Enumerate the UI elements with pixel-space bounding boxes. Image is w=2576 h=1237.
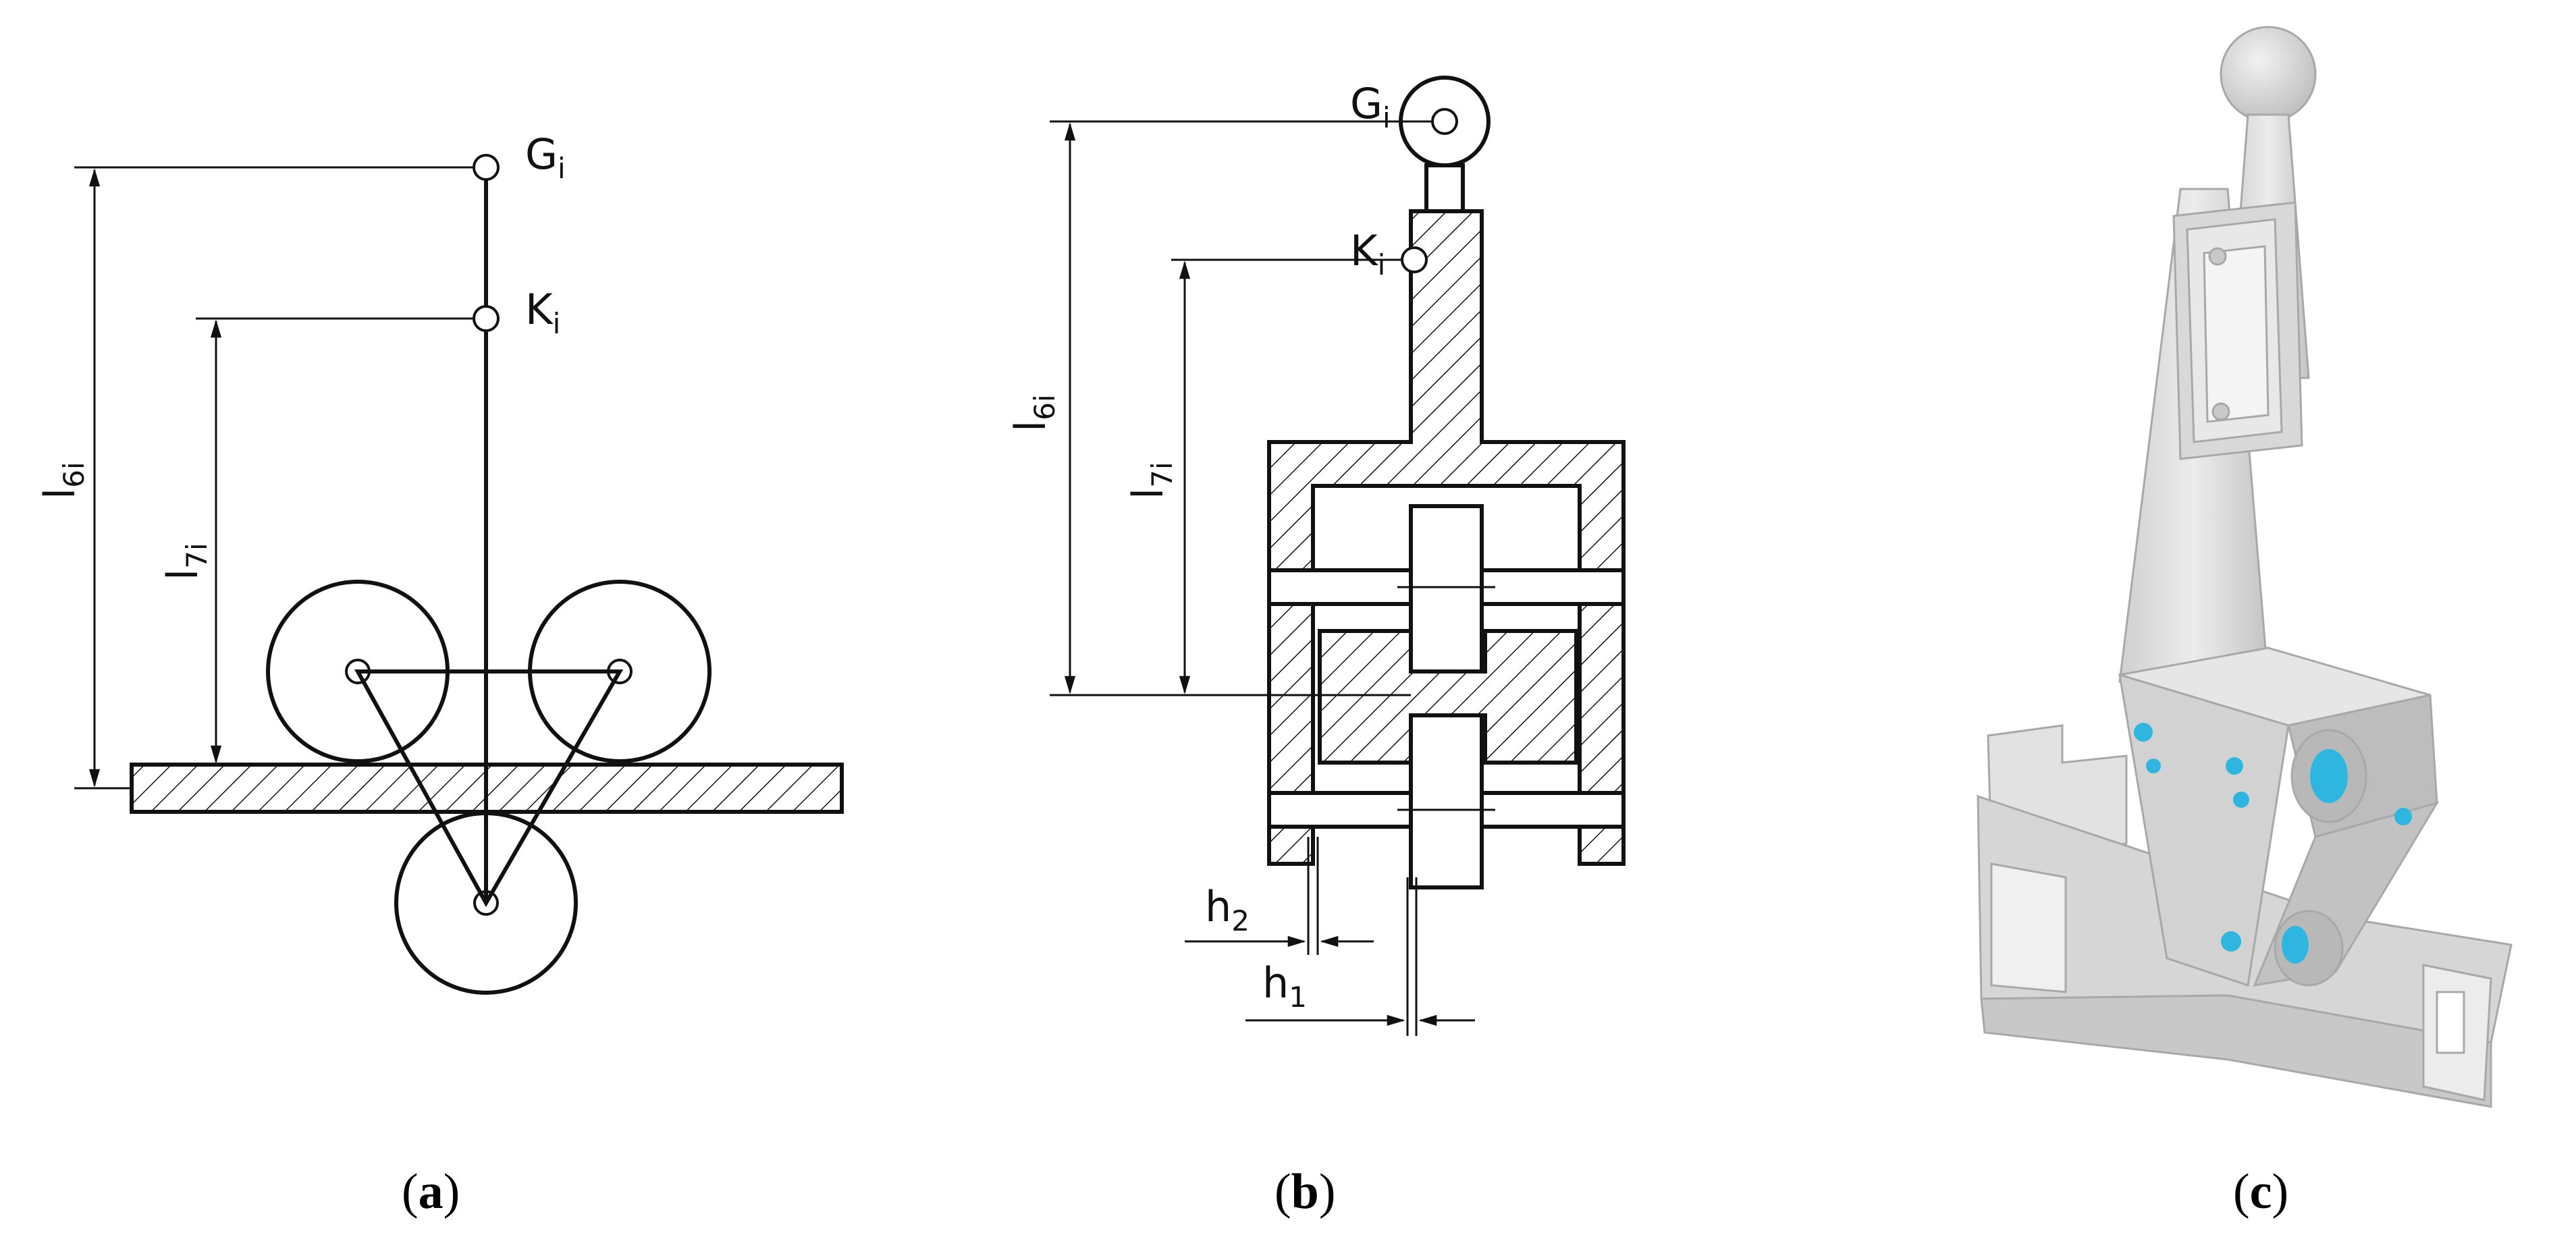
handle-ball: [2220, 26, 2317, 123]
caption-b: (b): [1274, 1164, 1335, 1219]
svg-text:Ki: Ki: [525, 285, 560, 340]
svg-text:l6i: l6i: [1006, 394, 1061, 432]
roller-lower: [1409, 713, 1484, 889]
panel-b-labels: Gi Ki l6i l7i h2 h1: [1006, 79, 1391, 1014]
carriage-front: [2118, 673, 2290, 987]
point-k: [1401, 246, 1428, 273]
svg-text:l6i: l6i: [35, 462, 90, 499]
svg-text:l7i: l7i: [1123, 462, 1179, 499]
panel-b: [1050, 76, 1626, 1036]
caption-c: (c): [2233, 1164, 2288, 1219]
roller-upper: [1409, 504, 1484, 674]
bolts: [2134, 723, 2412, 952]
point-g: [1431, 108, 1458, 135]
svg-text:l7i: l7i: [158, 543, 213, 580]
svg-text:h2: h2: [1205, 882, 1250, 937]
panel-a: [74, 154, 844, 995]
point-g: [473, 154, 500, 181]
caption-a: (a): [402, 1164, 460, 1219]
point-k: [473, 305, 500, 332]
svg-text:Ki: Ki: [1350, 226, 1385, 281]
wheel-triangle: [354, 669, 624, 908]
svg-text:Gi: Gi: [1350, 79, 1391, 134]
captions: (a) (b) (c): [402, 1164, 2288, 1219]
panel-a-labels: Gi Ki l6i l7i: [35, 130, 566, 580]
svg-text:h1: h1: [1262, 958, 1307, 1014]
panel-c-model: [1977, 26, 2513, 1108]
svg-text:Gi: Gi: [525, 130, 566, 185]
